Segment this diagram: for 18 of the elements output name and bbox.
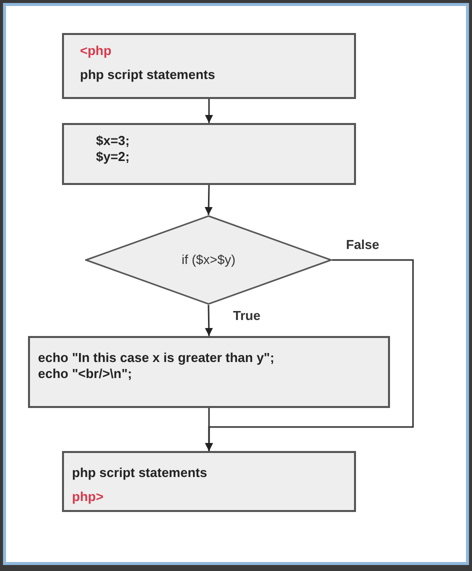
- arrow: [204, 304, 213, 336]
- node-text: php script statements: [80, 67, 216, 83]
- arrow: [205, 408, 213, 451]
- node-text: php>: [72, 489, 104, 505]
- process-box: [62, 451, 356, 512]
- node-text: if ($x>$y): [182, 252, 236, 268]
- node-text: php script statements: [72, 465, 208, 481]
- node-text: echo "In this case x is greater than y";: [38, 350, 274, 366]
- node-text: echo "<br/>\n";: [38, 366, 132, 382]
- arrow: [205, 99, 213, 123]
- arrow: [204, 184, 213, 216]
- process-box: [62, 33, 356, 99]
- process-box: [62, 123, 356, 185]
- node-text: $x=3;: [96, 133, 130, 149]
- decision-diamond: [85, 215, 332, 305]
- node-text: <php: [80, 43, 112, 59]
- process-box: [28, 336, 390, 408]
- node-text: $y=2;: [96, 149, 130, 165]
